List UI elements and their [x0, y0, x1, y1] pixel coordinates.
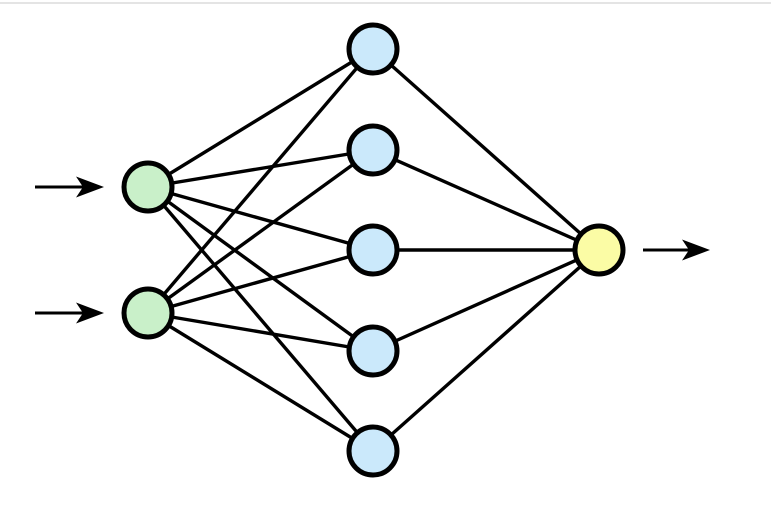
edge-h1-out1	[371, 47, 601, 252]
edge-h5-out1	[371, 248, 601, 453]
edges-group	[146, 47, 601, 453]
edge-in2-h2	[147, 148, 374, 315]
hidden-node-2	[346, 123, 400, 177]
input-arrow-2-head	[76, 302, 104, 324]
top-divider-line	[0, 2, 771, 4]
hidden-node-5	[346, 424, 400, 478]
hidden-node-4	[346, 324, 400, 378]
edge-in2-h5	[147, 311, 374, 453]
edge-in1-h5	[146, 185, 375, 453]
input-node-1	[121, 160, 175, 214]
edge-h4-out1	[372, 248, 600, 353]
edge-in2-h3	[147, 248, 374, 315]
edge-in1-h2	[147, 148, 374, 189]
edge-in2-h4	[147, 311, 374, 353]
edge-h2-out1	[372, 148, 600, 252]
output-arrow	[643, 239, 710, 261]
output-arrow-head	[682, 239, 710, 261]
arrows-group	[35, 176, 710, 324]
edge-in2-h1	[146, 47, 375, 315]
input-arrow-2	[35, 302, 104, 324]
input-node-2	[121, 286, 175, 340]
edge-in1-h4	[146, 185, 375, 353]
input-arrow-1-head	[76, 176, 104, 198]
output-node-1	[572, 223, 626, 277]
nodes-group	[121, 22, 626, 478]
edge-in1-h3	[147, 185, 374, 252]
edge-in1-h1	[147, 47, 374, 189]
hidden-node-1	[346, 22, 400, 76]
hidden-node-3	[346, 223, 400, 277]
input-arrow-1	[35, 176, 104, 198]
